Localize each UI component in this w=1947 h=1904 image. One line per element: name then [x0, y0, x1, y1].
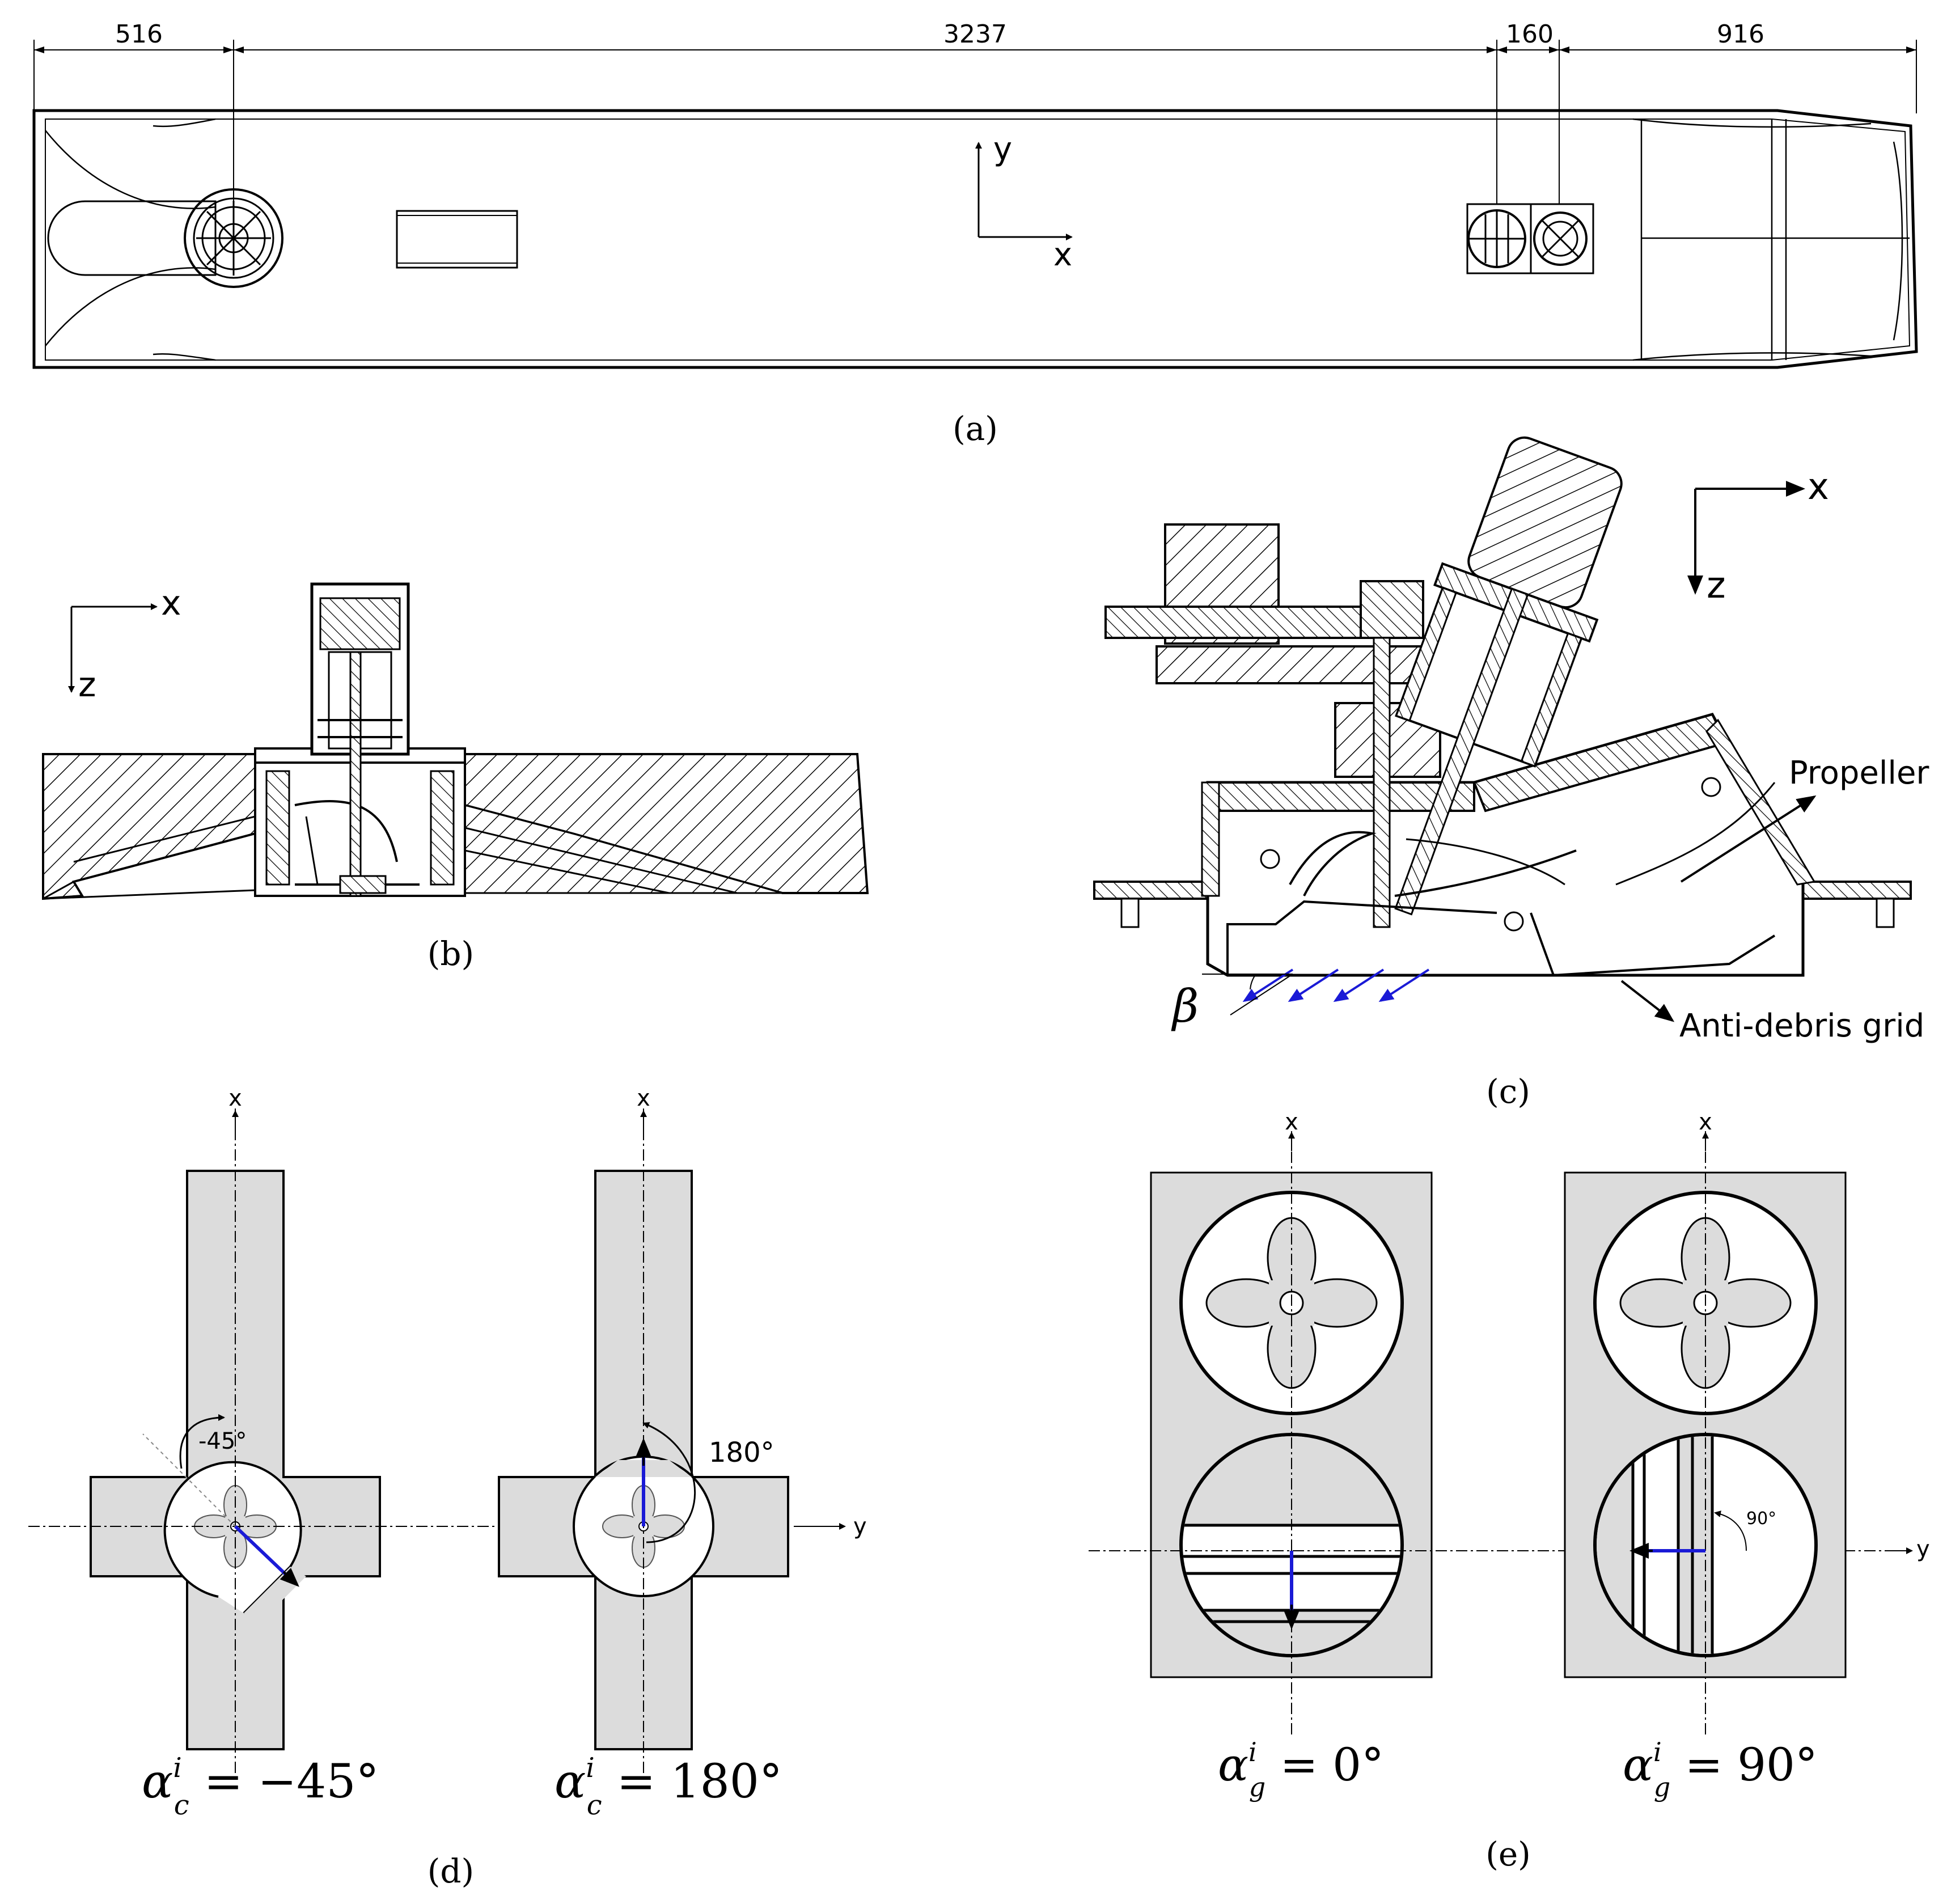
cross-duct-left — [28, 1108, 618, 1775]
caption-a: (a) — [953, 409, 998, 448]
hull-cross-section — [42, 753, 869, 900]
panel-b: x z (b) — [42, 582, 869, 973]
panel-c: x z — [1093, 436, 1929, 1111]
axis-label-x-right: x — [1699, 1109, 1712, 1135]
formula-value: = 90° — [1670, 1738, 1818, 1791]
formula-superscript: i — [586, 1752, 594, 1784]
anti-debris-grid-label: Anti-debris grid — [1679, 1008, 1924, 1044]
formula-symbol: α — [142, 1755, 173, 1809]
dimension-label-3237: 3237 — [943, 20, 1007, 49]
formula-subscript: c — [587, 1789, 602, 1821]
caption-e: (e) — [1485, 1835, 1531, 1873]
formula-value: = 180° — [602, 1755, 782, 1809]
angle-label-right: 180° — [709, 1437, 774, 1469]
axis-label-x: x — [161, 583, 181, 623]
axis-label-x-left: x — [1285, 1109, 1298, 1135]
beta-angle-label: β — [1171, 980, 1199, 1033]
formula-value: = −45° — [189, 1755, 379, 1809]
axes-xz — [68, 603, 158, 693]
dimension-label-516: 516 — [115, 20, 163, 49]
dimension-arrows — [34, 46, 1916, 53]
axes-xz — [1687, 481, 1805, 595]
axis-label-y: y — [1916, 1536, 1930, 1562]
formula-symbol: α — [1623, 1738, 1653, 1791]
axis-label-z: z — [78, 665, 96, 705]
formula-symbol: α — [1218, 1738, 1248, 1791]
formula-symbol: α — [555, 1755, 586, 1809]
formula-superscript: i — [173, 1752, 181, 1784]
beta-angle-construction — [1202, 974, 1293, 1016]
dimension-label-916: 916 — [1717, 20, 1764, 49]
formula-subscript: c — [174, 1789, 189, 1821]
axis-label-x: x — [1053, 236, 1072, 273]
axis-label-z: z — [1707, 565, 1726, 607]
propeller-leader-line — [1680, 795, 1817, 883]
angle-label-left: -45° — [198, 1428, 247, 1454]
thruster-assembly-section — [1093, 436, 1912, 977]
caption-d: (d) — [428, 1852, 474, 1890]
caption-c: (c) — [1486, 1072, 1530, 1111]
formula-subscript: g — [1654, 1772, 1670, 1803]
formula-superscript: i — [1248, 1737, 1257, 1767]
thruster-housing — [254, 582, 466, 897]
grid-plate-left — [1089, 1131, 1905, 1735]
axis-label-x-left: x — [228, 1085, 242, 1111]
angle-label-90: 90° — [1746, 1509, 1776, 1529]
inflow-arrows — [1242, 968, 1430, 1002]
formula-superscript: i — [1653, 1737, 1662, 1767]
bow-thruster-fan — [184, 188, 283, 288]
axes-xy — [975, 142, 1073, 240]
grid-plate-right — [1564, 1131, 1913, 1735]
axis-label-x: x — [1808, 466, 1829, 508]
cross-duct-right — [498, 1108, 846, 1775]
caption-b: (b) — [428, 934, 474, 973]
axis-label-y: y — [853, 1513, 867, 1539]
anti-debris-grid-leader-line — [1620, 980, 1675, 1022]
dimension-label-160: 160 — [1506, 20, 1554, 49]
formula-subscript: g — [1249, 1772, 1265, 1803]
axis-label-y: y — [993, 131, 1012, 168]
axis-label-x-right: x — [637, 1085, 650, 1111]
formula-value: = 0° — [1265, 1738, 1384, 1791]
panel-a: 516 3237 160 916 — [32, 20, 1918, 448]
stern-thruster-units — [1466, 203, 1594, 274]
panel-e: x — [1089, 1109, 1930, 1873]
hull-outline — [32, 109, 1918, 369]
propeller-label: Propeller — [1789, 755, 1929, 792]
dimension-line — [33, 40, 1917, 238]
